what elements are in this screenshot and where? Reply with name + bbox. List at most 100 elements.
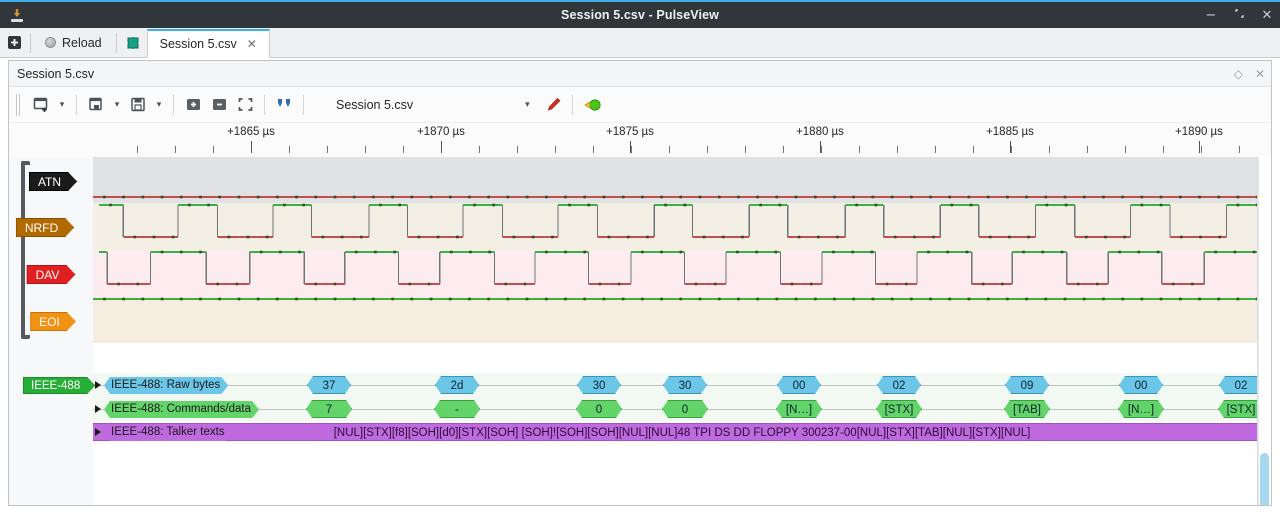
command-data-annotation[interactable]: 7	[306, 400, 352, 418]
window-titlebar: Session 5.csv - PulseView − ✕	[0, 0, 1280, 28]
decoder-label-talker-texts[interactable]: IEEE-488: Talker texts	[104, 424, 233, 441]
zoom-fit-icon[interactable]	[232, 91, 258, 119]
open-file-menu-arrow[interactable]: ▾	[114, 99, 120, 109]
dav-sample-dot	[1060, 250, 1064, 254]
new-session-icon[interactable]	[0, 28, 28, 57]
channel-label-eoi[interactable]: EOI	[30, 312, 76, 331]
raw-byte-annotation[interactable]: 00	[777, 376, 821, 394]
cursors-icon[interactable]	[271, 91, 297, 119]
restore-button[interactable]	[1232, 8, 1246, 22]
command-data-annotation[interactable]: [STX]	[876, 400, 922, 418]
nrfd-sample-dot	[188, 203, 191, 207]
decoder-label-commands-data[interactable]: IEEE-488: Commands/data	[104, 401, 259, 418]
command-data-annotation[interactable]: -	[434, 400, 480, 418]
command-data-annotation[interactable]: [N…]	[1118, 400, 1164, 418]
raw-byte-annotation[interactable]: 2d	[435, 376, 479, 394]
atn-sample-dot	[660, 195, 663, 199]
atn-sample-dot	[487, 195, 490, 199]
nrfd-sample-dot	[741, 235, 744, 239]
vertical-scrollbar-thumb[interactable]	[1260, 453, 1269, 505]
atn-sample-dot	[871, 195, 875, 199]
command-data-annotation[interactable]: [N…]	[776, 400, 822, 418]
channel-label-dav[interactable]: DAV	[27, 265, 76, 284]
command-data-annotation[interactable]: [STX]	[1218, 400, 1264, 418]
raw-byte-annotation[interactable]: 02	[877, 376, 921, 394]
tab-bar: Reload Session 5.csv ✕	[0, 28, 1280, 58]
nrfd-sample-dot	[302, 203, 305, 207]
channel-label-nrfd[interactable]: NRFD	[16, 218, 74, 237]
channel-label-atn[interactable]: ATN	[29, 172, 77, 191]
raw-byte-annotation[interactable]: 37	[307, 376, 351, 394]
tab-reload[interactable]: Reload	[33, 28, 114, 57]
decoder-label-raw-bytes[interactable]: IEEE-488: Raw bytes	[104, 377, 228, 394]
ruler-tick-minor	[631, 146, 632, 153]
atn-sample-dot	[910, 195, 913, 199]
eoi-sample-dot	[621, 297, 625, 301]
decoder-puzzle-icon[interactable]	[119, 28, 147, 57]
close-button[interactable]: ✕	[1261, 7, 1273, 23]
close-panel-icon[interactable]: ✕	[1254, 66, 1265, 81]
atn-sample-dot	[833, 195, 836, 199]
dav-sample-dot	[851, 250, 854, 254]
nrfd-sample-dot	[816, 235, 820, 239]
channel-label-column: ATN NRFD DAV EOI IEEE-488	[9, 157, 93, 505]
toolbar-separator-2	[173, 94, 174, 115]
minimize-button[interactable]: −	[1205, 7, 1217, 23]
atn-sample-dot	[391, 195, 394, 199]
ruler-tick-minor	[175, 146, 176, 153]
eoi-sample-dot	[179, 297, 183, 301]
red-pen-icon[interactable]	[540, 91, 566, 119]
eoi-sample-dot	[660, 297, 663, 301]
raw-byte-annotation[interactable]: 30	[577, 376, 621, 394]
decoder-expand-arrow[interactable]	[95, 405, 101, 413]
ruler-tick-minor	[137, 146, 138, 153]
new-view-menu-arrow[interactable]: ▾	[59, 99, 65, 109]
float-panel-icon[interactable]: ◇	[1233, 66, 1243, 81]
ruler-tick-major	[630, 141, 631, 153]
nrfd-sample-dot	[436, 235, 440, 239]
nrfd-sample-dot	[874, 203, 878, 207]
tab-separator-1	[30, 33, 31, 53]
nrfd-sample-dot	[778, 203, 782, 207]
session-selector-label[interactable]: Session 5.csv	[336, 97, 414, 112]
nrfd-sample-dot	[1027, 235, 1030, 239]
toolbar-grip[interactable]	[15, 93, 22, 116]
ruler-tick-minor	[593, 146, 594, 153]
save-disk-icon[interactable]	[125, 91, 151, 119]
vertical-scrollbar[interactable]	[1258, 157, 1271, 505]
open-file-icon[interactable]	[83, 91, 109, 119]
zoom-in-icon[interactable]	[180, 91, 206, 119]
zoom-out-icon[interactable]	[206, 91, 232, 119]
command-data-annotation[interactable]: 0	[576, 400, 622, 418]
eoi-sample-dot	[852, 297, 856, 301]
raw-byte-annotation[interactable]: 00	[1119, 376, 1163, 394]
new-view-icon[interactable]	[28, 91, 54, 119]
time-ruler[interactable]: +1865 µs+1870 µs+1875 µs+1880 µs+1885 µs…	[9, 123, 1271, 157]
nrfd-sample-dot	[1199, 235, 1202, 239]
atn-sample-dot	[372, 195, 375, 199]
atn-sample-dot	[1121, 195, 1124, 199]
tab-session-5-csv[interactable]: Session 5.csv ✕	[146, 29, 270, 58]
atn-sample-dot	[1198, 195, 1201, 199]
save-menu-arrow[interactable]: ▾	[156, 99, 162, 109]
dav-sample-dot	[117, 282, 120, 286]
ruler-tick-minor	[479, 146, 480, 153]
eoi-sample-dot	[103, 297, 106, 301]
command-data-annotation[interactable]: [TAB]	[1004, 400, 1050, 418]
atn-sample-dot	[314, 195, 318, 199]
decoder-group-chip[interactable]: IEEE-488	[23, 377, 95, 394]
raw-byte-annotation[interactable]: 09	[1005, 376, 1049, 394]
atn-sample-dot	[756, 195, 759, 199]
main-toolbar: ▾ ▾ ▾	[9, 87, 1271, 123]
command-data-annotation[interactable]: 0	[662, 400, 708, 418]
eoi-sample-dot	[199, 297, 202, 301]
talker-text-annotation[interactable]: [NUL][STX][f8][SOH][d0][STX][SOH] [SOH]!…	[93, 423, 1271, 441]
raw-byte-annotation[interactable]: 30	[663, 376, 707, 394]
tab-close-icon[interactable]: ✕	[246, 37, 257, 51]
plot-right-edge	[1257, 157, 1258, 505]
probe-connector-icon[interactable]	[579, 91, 605, 119]
decoder-expand-arrow[interactable]	[95, 428, 101, 436]
decoder-expand-arrow[interactable]	[95, 381, 101, 389]
session-selector-arrow[interactable]: ▾	[525, 99, 530, 109]
